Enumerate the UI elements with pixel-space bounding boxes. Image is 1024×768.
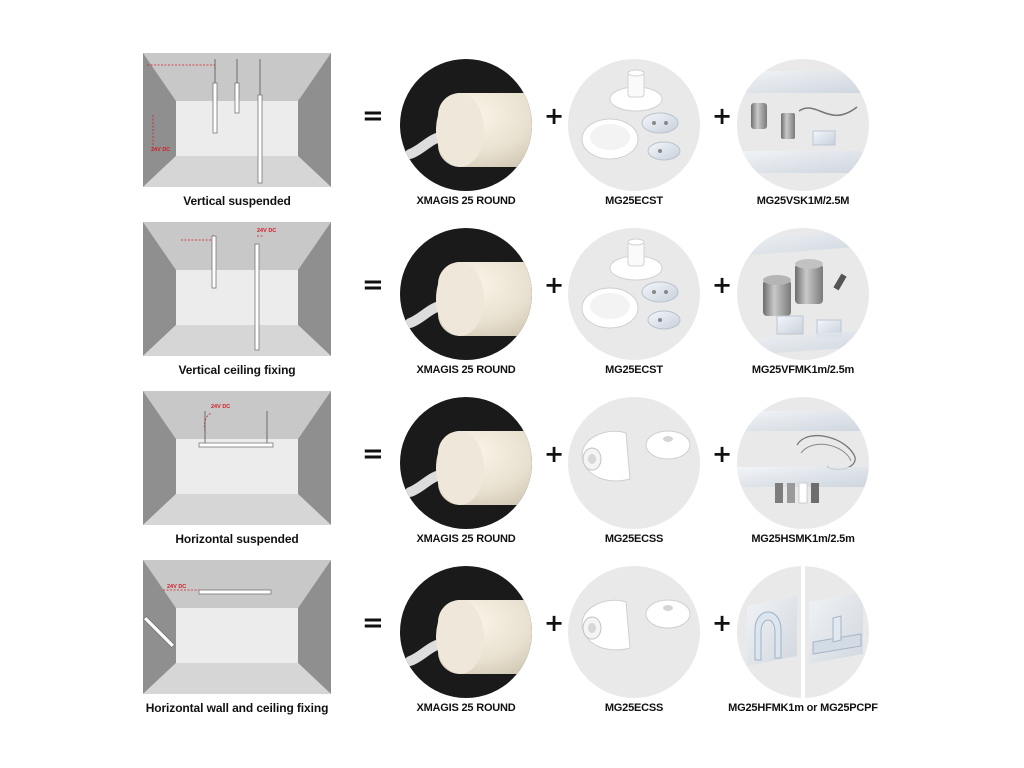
plus-icon: + [544, 102, 565, 130]
voltage-label: 24V DC [257, 228, 276, 234]
room-diagram: 24V DC [143, 560, 331, 694]
side-end-cap-icon [568, 566, 700, 698]
equals-icon: = [362, 439, 384, 469]
horizontal-suspension-kit-icon [737, 397, 869, 529]
mounting-type-label: Vertical ceiling fixing [178, 363, 296, 377]
product-code-label: MG25ECST [605, 364, 663, 376]
led-profile-image [400, 397, 532, 529]
end-cap-set-icon [568, 228, 700, 360]
led-profile-icon [400, 566, 532, 698]
side-end-cap-icon [568, 397, 700, 529]
voltage-label: 24V DC [151, 147, 170, 153]
product-code-label: XMAGIS 25 ROUND [416, 533, 516, 545]
mounting-kit-image [737, 397, 869, 529]
room-diagram: 24V DC [143, 391, 331, 525]
mounting-clip-icon [737, 566, 869, 698]
voltage-label: 24V DC [211, 404, 230, 410]
end-cap-image [568, 59, 700, 191]
configuration-row: 24V DC Horizontal suspended = + + XMAGIS… [0, 391, 1024, 561]
mounting-kit-image [737, 566, 869, 698]
mounting-kit-image [737, 228, 869, 360]
led-profile-image [400, 566, 532, 698]
product-code-label: MG25ECSS [604, 702, 664, 714]
product-code-label: MG25ECST [605, 195, 663, 207]
configuration-row: 24V DC Vertical suspended = + + XMAGIS 2… [0, 53, 1024, 223]
product-code-label: XMAGIS 25 ROUND [416, 364, 516, 376]
product-code-label: MG25HSMK1m/2.5m [751, 533, 855, 545]
led-profile-image [400, 228, 532, 360]
plus-icon: + [544, 440, 565, 468]
room-diagram: 24V DC [143, 53, 331, 187]
plus-icon: + [712, 609, 733, 637]
equals-icon: = [362, 608, 384, 638]
configuration-row: 24V DC Vertical ceiling fixing = + + XMA… [0, 222, 1024, 392]
end-cap-image [568, 397, 700, 529]
mounting-type-label: Vertical suspended [183, 194, 291, 208]
plus-icon: + [712, 102, 733, 130]
led-profile-image [400, 59, 532, 191]
plus-icon: + [544, 609, 565, 637]
plus-icon: + [712, 271, 733, 299]
ceiling-mount-kit-icon [737, 228, 869, 360]
suspension-kit-icon [737, 59, 869, 191]
product-code-label: MG25VFMK1m/2.5m [751, 364, 855, 376]
configuration-row: 24V DC Horizontal wall and ceiling fixin… [0, 560, 1024, 730]
end-cap-set-icon [568, 59, 700, 191]
voltage-label: 24V DC [167, 584, 186, 590]
product-code-label: MG25ECSS [604, 533, 664, 545]
product-code-label: MG25HFMK1m or MG25PCPF [728, 702, 878, 714]
end-cap-image [568, 228, 700, 360]
led-profile-icon [400, 397, 532, 529]
room-diagram: 24V DC [143, 222, 331, 356]
end-cap-image [568, 566, 700, 698]
product-code-label: XMAGIS 25 ROUND [416, 702, 516, 714]
product-code-label: MG25VSK1M/2.5M [756, 195, 850, 207]
led-profile-icon [400, 228, 532, 360]
product-code-label: XMAGIS 25 ROUND [416, 195, 516, 207]
mounting-type-label: Horizontal wall and ceiling fixing [145, 701, 329, 715]
mounting-kit-image [737, 59, 869, 191]
mounting-type-label: Horizontal suspended [175, 532, 299, 546]
equals-icon: = [362, 101, 384, 131]
equals-icon: = [362, 270, 384, 300]
plus-icon: + [544, 271, 565, 299]
led-profile-icon [400, 59, 532, 191]
plus-icon: + [712, 440, 733, 468]
